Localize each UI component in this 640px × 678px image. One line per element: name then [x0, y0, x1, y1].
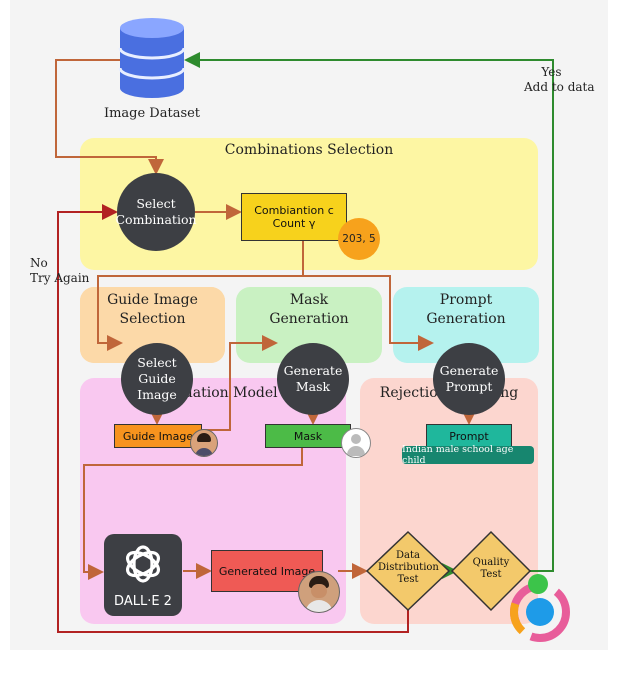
openai-icon — [126, 545, 160, 583]
combination-line: Combiantion c — [254, 204, 334, 217]
mask-box: Mask — [265, 424, 351, 448]
generated-image-avatar — [298, 571, 340, 613]
mask-title: Mask Generation — [269, 292, 349, 327]
mask-avatar — [341, 428, 371, 458]
yes-label: Yes Add to data — [524, 65, 595, 95]
no-line2: Try Again — [30, 271, 90, 285]
guide-title: Guide Image Selection — [107, 292, 198, 327]
rejection-region: Rejection Sampling — [360, 378, 538, 624]
generate-prompt-node: Generate Prompt — [433, 343, 505, 415]
guide-image-avatar — [190, 429, 218, 457]
prompt-text-label: Indian male school age child — [402, 444, 534, 466]
combination-count-box: Combiantion c Count γ — [241, 193, 347, 241]
combination-badge: 203, 5 — [338, 218, 380, 260]
dalle-logo: DALL·E 2 — [104, 534, 182, 616]
select-combination-node: Select Combination — [115, 173, 197, 251]
select-guide-image-node: Select Guide Image — [121, 343, 193, 415]
dataset-label: Image Dataset — [103, 106, 201, 121]
prompt-title: Prompt Generation — [426, 292, 506, 327]
data-distribution-label: Data Distribution Test — [378, 550, 439, 585]
count-line: Count γ — [272, 217, 316, 230]
quality-test-label: Quality Test — [472, 557, 510, 580]
guide-image-box: Guide Image — [114, 424, 202, 448]
no-label: No Try Again — [30, 256, 89, 286]
caption-fragment — [0, 660, 640, 678]
yes-line1: Yes — [541, 65, 562, 79]
generate-mask-node: Generate Mask — [277, 343, 349, 415]
yes-line2: Add to data — [524, 80, 595, 94]
no-line1: No — [30, 256, 48, 270]
combinations-title: Combinations Selection — [224, 142, 394, 158]
dalle-logo-text: DALL·E 2 — [114, 594, 172, 609]
